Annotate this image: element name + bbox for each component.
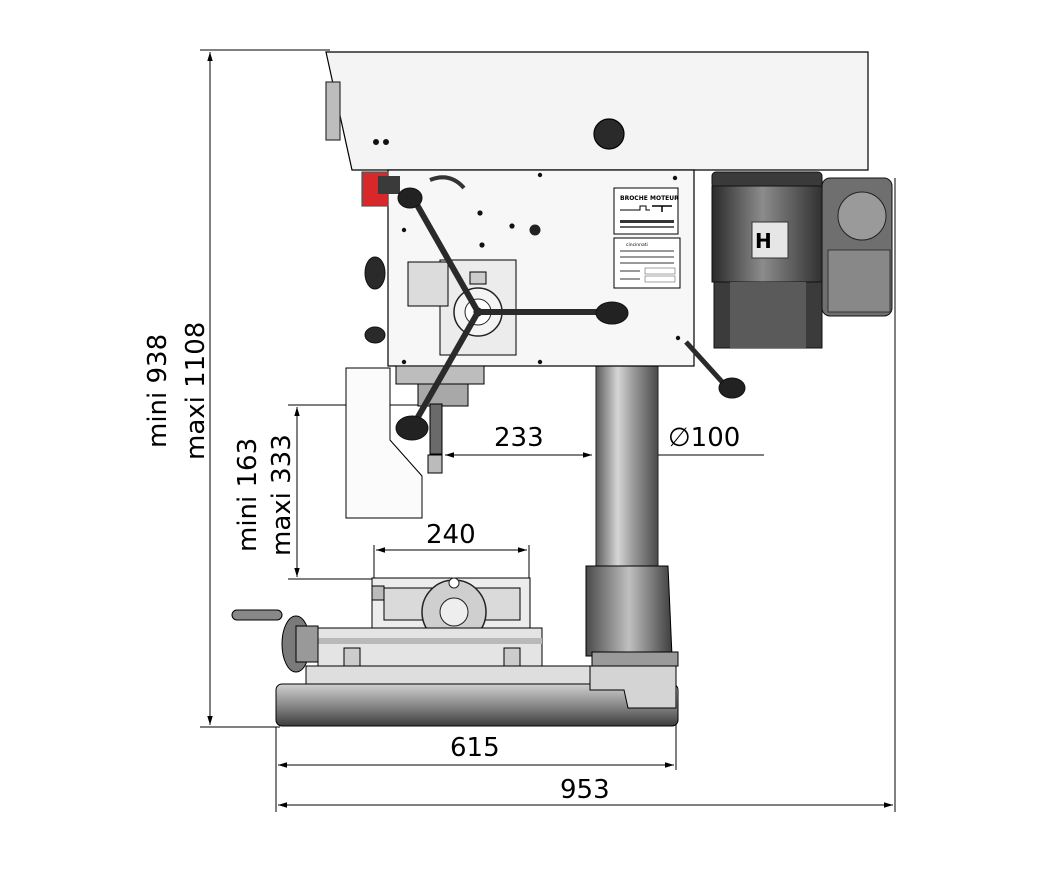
column xyxy=(595,359,659,573)
chuck-guard xyxy=(345,367,423,519)
dimension-lines xyxy=(200,49,896,812)
base-depth: 615 xyxy=(450,733,500,763)
total-height-min: mini 938 xyxy=(143,334,173,448)
dimension-labels: mini 938 maxi 1108 mini 163 maxi 333 233… xyxy=(143,322,740,805)
brand-plate: cincinnati xyxy=(613,237,681,289)
motor: H xyxy=(711,171,893,349)
svg-text:H: H xyxy=(755,229,772,253)
brand-label: cincinnati xyxy=(626,242,648,248)
total-depth: 953 xyxy=(560,775,610,805)
base xyxy=(275,565,679,727)
spindle-label: BROCHE xyxy=(620,195,648,202)
throat-dimension: 233 xyxy=(494,423,544,453)
column-diameter: ∅100 xyxy=(668,423,740,453)
total-height-max: maxi 1108 xyxy=(181,322,211,460)
table-width: 240 xyxy=(426,520,476,550)
motor-label: MOTEUR xyxy=(650,195,679,202)
spindle-table-min: mini 163 xyxy=(233,438,263,552)
cross-table xyxy=(231,609,597,687)
spindle-table-max: maxi 333 xyxy=(267,434,297,556)
feed-handles xyxy=(364,175,746,441)
spindle-motor-plate: BROCHE MOTEUR xyxy=(613,187,679,235)
